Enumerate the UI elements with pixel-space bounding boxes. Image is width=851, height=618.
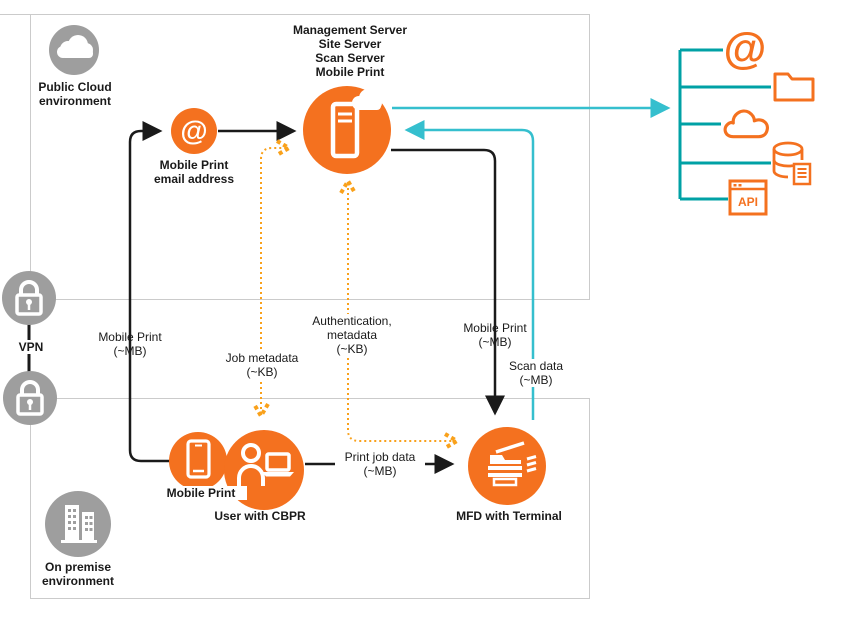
vpn-label: VPN [12, 340, 50, 354]
lock-icon [3, 369, 57, 428]
service-folder-icon [772, 66, 816, 104]
cloud-icon [49, 23, 99, 78]
at-icon: @ [180, 115, 208, 146]
server-cloud-icon [303, 84, 391, 177]
user-node-label: User with CBPR [214, 509, 306, 523]
user-laptop-icon [224, 428, 304, 513]
public-cloud-zone-label: Public Cloud environment [38, 80, 112, 108]
service-cloud-icon [720, 105, 774, 143]
public-cloud-zone-box [30, 14, 590, 300]
phone-node-label: Mobile Print [155, 486, 247, 500]
service-api-icon: API [727, 177, 769, 219]
zone-border-stub [0, 14, 30, 15]
vpn-lock-top-node [2, 271, 56, 325]
lock-icon [2, 269, 56, 328]
flow-label-mobile-print-down: Mobile Print (~MB) [463, 321, 527, 349]
buildings-icon [45, 489, 111, 560]
public-cloud-node [49, 25, 99, 75]
mfd-printer-icon [468, 425, 546, 508]
service-database-icon [770, 141, 814, 187]
flow-label-job-metadata: Job metadata (~KB) [213, 351, 311, 379]
email-address-label: Mobile Print email address [153, 158, 235, 186]
email-address-node: @ [171, 108, 217, 154]
smartphone-icon [169, 430, 227, 493]
mobile-print-phone-node [169, 432, 227, 490]
service-email-at-icon: @ [723, 24, 767, 73]
flow-label-print-job-data: Print job data (~MB) [335, 450, 425, 478]
flow-label-auth-metadata: Authentication, metadata (~KB) [303, 314, 401, 356]
on-premise-zone-label: On premise environment [41, 560, 114, 588]
api-icon-label: API [738, 195, 758, 209]
mfd-node-label: MFD with Terminal [456, 509, 562, 523]
on-premise-zone-box [30, 398, 590, 599]
on-premise-node [45, 491, 111, 557]
vpn-lock-bottom-node [3, 371, 57, 425]
flow-label-mobile-print-up: Mobile Print (~MB) [98, 330, 162, 358]
flow-label-scan-data: Scan data (~MB) [498, 359, 574, 387]
server-title: Management Server Site Server Scan Serve… [292, 23, 408, 79]
management-server-node [303, 86, 391, 174]
mfd-node [468, 427, 546, 505]
